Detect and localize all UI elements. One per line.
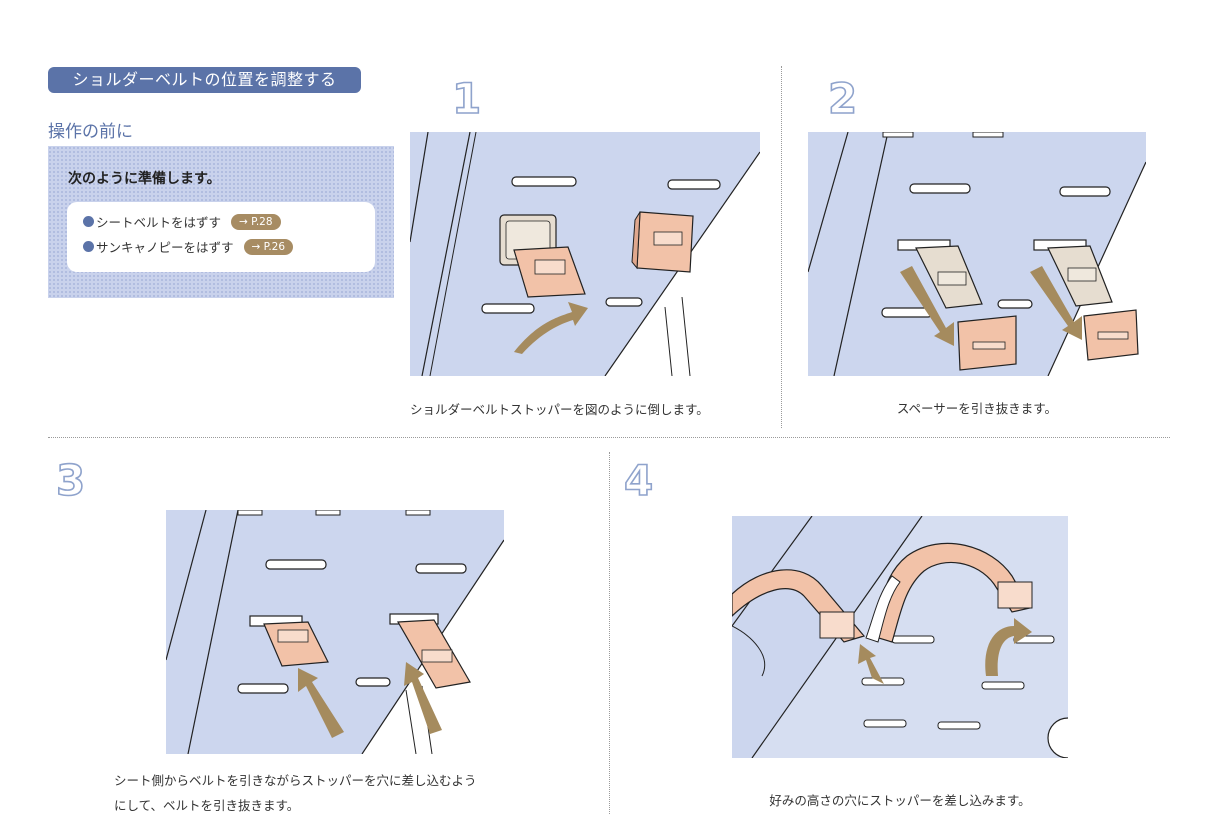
divider-vertical bbox=[609, 452, 610, 814]
preparation-list: シートベルトをはずす → P.28 サンキャノピーをはずす → P.26 bbox=[67, 202, 375, 272]
arrow-straight-icon bbox=[900, 266, 954, 346]
arrow-straight-icon bbox=[298, 668, 344, 738]
step-caption: ショルダーベルトストッパーを図のように倒します。 bbox=[410, 402, 709, 417]
step-caption: スペーサーを引き抜きます。 bbox=[896, 401, 1058, 416]
arrow-straight-icon bbox=[858, 644, 884, 684]
preparation-item: シートベルトをはずす → P.28 bbox=[83, 212, 281, 231]
step-caption: 好みの高さの穴にストッパーを差し込みます。 bbox=[769, 793, 1031, 808]
preparation-item: サンキャノピーをはずす → P.26 bbox=[83, 237, 294, 256]
arrow-hook-icon bbox=[985, 618, 1032, 676]
bullet-icon bbox=[83, 216, 94, 227]
step-2-illustration bbox=[808, 132, 1146, 376]
preparation-intro: 次のように準備します。 bbox=[68, 171, 221, 187]
step-number: 2 bbox=[827, 74, 858, 123]
bullet-icon bbox=[83, 241, 94, 252]
arrow-straight-icon bbox=[404, 662, 442, 734]
step-number: 4 bbox=[623, 456, 654, 505]
step-number: 1 bbox=[451, 74, 482, 123]
section-title: ショルダーベルトの位置を調整する bbox=[48, 67, 361, 93]
preparation-heading: 操作の前に bbox=[48, 122, 133, 142]
preparation-box: 次のように準備します。 シートベルトをはずす → P.28 サンキャノピーをはず… bbox=[48, 146, 394, 298]
divider-vertical bbox=[781, 66, 782, 428]
divider-horizontal bbox=[48, 437, 1170, 438]
step-4-illustration bbox=[732, 516, 1068, 758]
step-caption-line: にして、ベルトを引き抜きます。 bbox=[114, 798, 300, 813]
step-1-illustration bbox=[410, 132, 760, 376]
page-reference-link[interactable]: → P.28 bbox=[231, 213, 281, 230]
step-caption-line: シート側からベルトを引きながらストッパーを穴に差し込むよう bbox=[114, 773, 477, 788]
preparation-item-label: サンキャノピーをはずす bbox=[96, 240, 234, 255]
arrow-curved-icon bbox=[514, 302, 588, 354]
preparation-item-label: シートベルトをはずす bbox=[96, 215, 222, 230]
arrow-straight-icon bbox=[1030, 266, 1082, 340]
step-number: 3 bbox=[55, 456, 86, 505]
step-3-illustration bbox=[166, 510, 504, 754]
page-reference-link[interactable]: → P.26 bbox=[243, 238, 294, 255]
